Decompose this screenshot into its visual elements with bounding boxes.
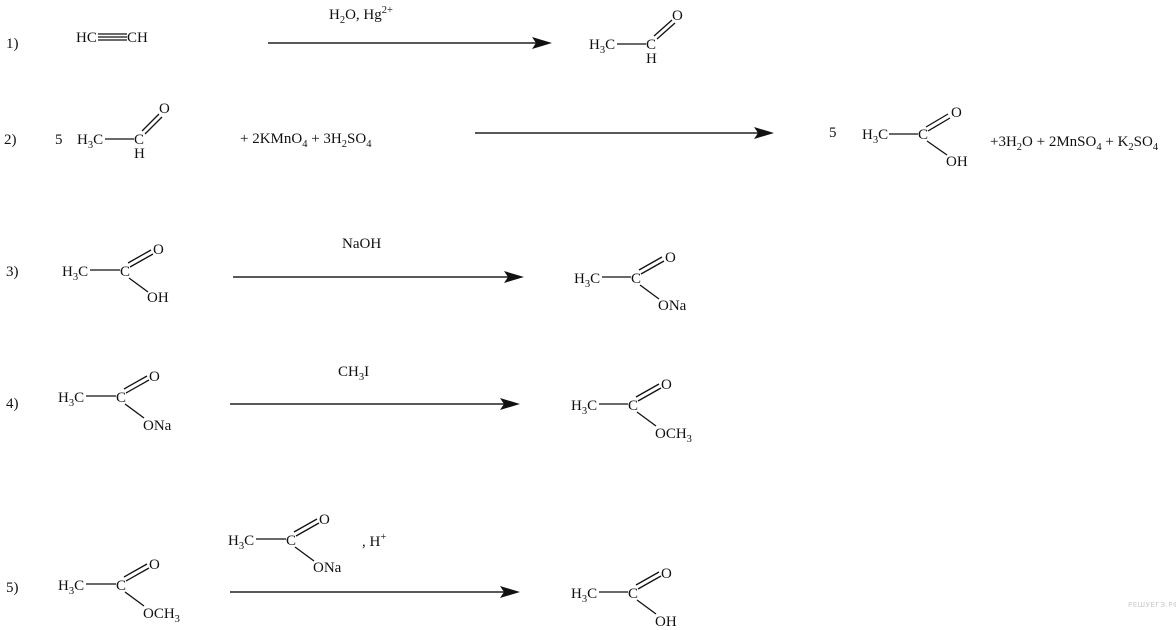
svg-text:O: O [665,250,676,266]
reaction-2: 2) 5 H3C C O H + 2KMnO4 + 3H2SO4 5 H3C C… [4,101,1159,170]
svg-text:O: O [661,377,672,393]
svg-text:H3C: H3C [58,578,84,597]
molecule-acetic-acid: H3C C O OH [571,566,677,630]
svg-text:O: O [661,566,672,582]
svg-text:OH: OH [147,290,169,306]
svg-text:O: O [319,512,330,528]
svg-text:H3C: H3C [228,533,254,552]
svg-text:H3C: H3C [571,398,597,417]
reaction-number: 3) [6,264,19,280]
svg-text:C: C [134,132,144,148]
molecule-methyl-acetate: H3C C O OCH3 [58,557,180,625]
svg-text:C: C [286,533,296,549]
byproducts: +3H2O + 2MnSO4 + K2SO4 [990,134,1159,153]
svg-text:H3C: H3C [589,37,615,56]
atom-hc: HC [76,30,97,46]
svg-text:H3C: H3C [62,264,88,283]
reaction-number: 1) [6,36,19,52]
molecule-methyl-acetate: H3C C O OCH3 [571,377,692,445]
reaction-conditions: H3C C O ONa , H+ [228,512,386,576]
svg-text:ONa: ONa [658,298,687,314]
svg-text:C: C [116,390,126,406]
reaction-arrow [230,586,520,598]
molecule-sodium-acetate: H3C C O ONa [574,250,687,314]
svg-text:ONa: ONa [313,560,342,576]
reaction-conditions: NaOH [342,236,381,252]
svg-text:ONa: ONa [143,418,172,434]
reaction-arrow [230,398,520,410]
svg-text:OCH3: OCH3 [143,606,180,625]
reaction-conditions: H2O, Hg2+ [329,5,393,26]
svg-text:C: C [646,37,656,53]
svg-text:C: C [116,578,126,594]
molecule-sodium-acetate: H3C C O ONa [228,512,342,576]
reaction-number: 2) [4,132,17,148]
svg-text:H: H [646,51,657,67]
reaction-arrow [475,127,774,139]
reaction-4: 4) H3C C O ONa CH3I H3C C O OCH3 [6,364,692,445]
svg-text:H3C: H3C [58,390,84,409]
svg-text:H: H [134,146,145,162]
stoichiometric-coefficient: 5 [829,125,837,141]
atom-ch: CH [127,30,148,46]
molecule-sodium-acetate: H3C C O ONa [58,369,172,434]
reagents: + 2KMnO4 + 3H2SO4 [240,131,372,150]
molecule-acetic-acid: H3C C O OH [62,242,169,306]
molecule-acetylene: HC CH [76,30,148,46]
svg-text:H3C: H3C [574,271,600,290]
stoichiometric-coefficient: 5 [55,132,63,148]
svg-text:OCH3: OCH3 [655,426,692,445]
svg-text:O: O [159,101,170,117]
reaction-arrow [233,271,524,283]
molecule-acetaldehyde: H3C C O H [589,8,683,67]
svg-text:C: C [631,271,641,287]
molecule-acetaldehyde: H3C C O H [77,101,170,162]
svg-text:OH: OH [946,154,968,170]
reaction-5: 5) H3C C O OCH3 H3C C O ONa , H+ [6,512,677,630]
svg-text:O: O [149,557,160,573]
svg-text:C: C [628,398,638,414]
svg-text:O: O [153,242,164,258]
svg-text:C: C [918,127,928,143]
watermark: РЕШУЕГЭ.РФ [1128,601,1176,609]
reaction-arrow [268,37,552,49]
svg-text:OH: OH [655,614,677,630]
svg-text:H3C: H3C [77,132,103,151]
reaction-number: 4) [6,396,19,412]
svg-text:C: C [120,264,130,280]
acid-catalyst: , H+ [362,532,386,550]
svg-text:H3C: H3C [862,127,888,146]
svg-text:O: O [149,369,160,385]
reaction-1: 1) HC CH H2O, Hg2+ H3C C O H [6,5,683,67]
reaction-3: 3) H3C C O OH NaOH H3C C O ONa [6,236,687,314]
svg-text:H3C: H3C [571,586,597,605]
svg-text:C: C [628,586,638,602]
svg-text:O: O [672,8,683,24]
reaction-conditions: CH3I [338,364,369,383]
reaction-number: 5) [6,580,19,596]
molecule-acetic-acid: H3C C O OH [862,105,968,170]
svg-text:O: O [951,105,962,121]
